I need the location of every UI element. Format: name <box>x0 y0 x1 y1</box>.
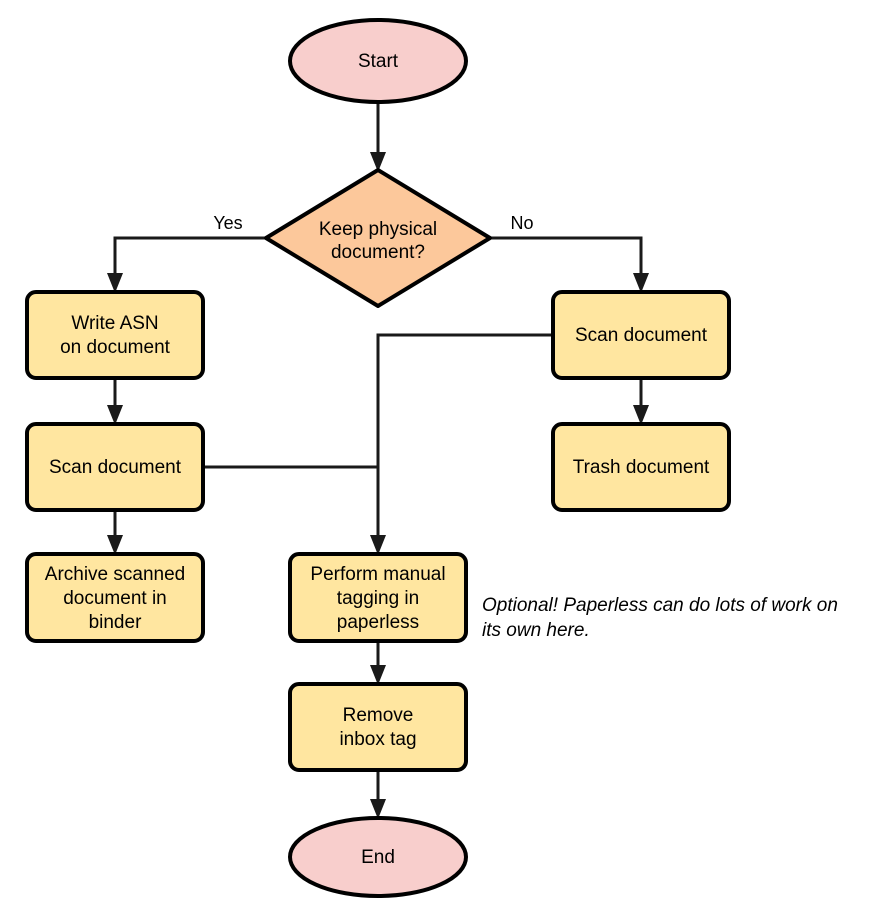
arrowhead-icon <box>370 665 386 685</box>
edge-scan-right-to-tagging <box>370 333 552 555</box>
node-scan-document-left[interactable]: Scan document <box>25 422 205 512</box>
edge-label-no: No <box>510 213 533 233</box>
node-trash-document[interactable]: Trash document <box>551 422 731 512</box>
archive-label-line-3: binder <box>89 612 142 633</box>
trash-document-label: Trash document <box>573 457 710 478</box>
arrowhead-icon <box>107 405 123 425</box>
scan-document-right-box[interactable] <box>551 290 731 380</box>
note-line-2: its own here. <box>482 620 590 641</box>
write-asn-label-line-2: on document <box>60 337 171 358</box>
decision-diamond[interactable] <box>264 168 492 308</box>
node-perform-manual-tagging[interactable]: Perform manual tagging in paperless <box>288 552 468 643</box>
edge-remove-inbox-to-end <box>370 770 386 819</box>
arrowhead-icon <box>107 535 123 555</box>
edge-line <box>490 236 643 281</box>
arrowhead-icon <box>107 273 123 293</box>
node-decision-keep-physical-document[interactable]: Keep physical document? <box>264 168 492 308</box>
edge-scan-right-to-trash <box>633 378 649 425</box>
archive-label-line-2: document in <box>63 588 167 609</box>
write-asn-label-line-1: Write ASN <box>71 313 158 334</box>
node-scan-document-right[interactable]: Scan document <box>551 290 731 380</box>
scan-document-left-label: Scan document <box>49 457 182 478</box>
node-write-asn[interactable]: Write ASN on document <box>25 290 205 380</box>
annotation-note: Optional! Paperless can do lots of work … <box>482 595 838 641</box>
note-line-1: Optional! Paperless can do lots of work … <box>482 595 838 616</box>
trash-document-box[interactable] <box>551 422 731 512</box>
node-start[interactable]: Start <box>288 18 468 104</box>
edge-line <box>113 236 265 281</box>
node-archive-scanned-document[interactable]: Archive scanned document in binder <box>25 552 205 643</box>
tagging-box[interactable] <box>288 552 468 643</box>
write-asn-box[interactable] <box>25 290 205 380</box>
edge-label-yes: Yes <box>213 213 242 233</box>
edge-line <box>376 333 552 543</box>
decision-label-line-1: Keep physical <box>319 219 437 240</box>
start-ellipse[interactable] <box>288 18 468 104</box>
archive-box[interactable] <box>25 552 205 643</box>
node-end[interactable]: End <box>288 816 468 898</box>
start-label: Start <box>358 51 399 72</box>
edge-scan-left-to-archive <box>107 510 123 555</box>
edge-decision-no-to-scan-right <box>490 236 649 293</box>
tagging-label-line-1: Perform manual <box>310 564 445 585</box>
end-ellipse[interactable] <box>288 816 468 898</box>
node-remove-inbox-tag[interactable]: Remove inbox tag <box>288 682 468 772</box>
arrowhead-icon <box>370 152 386 172</box>
scan-document-left-box[interactable] <box>25 422 205 512</box>
arrowhead-icon <box>633 273 649 293</box>
tagging-label-line-2: tagging in <box>337 588 419 609</box>
archive-label-line-1: Archive scanned <box>45 564 185 585</box>
arrowhead-icon <box>633 405 649 425</box>
edge-tagging-to-remove-inbox <box>370 641 386 685</box>
remove-inbox-label-line-1: Remove <box>343 705 414 726</box>
arrowhead-icon <box>370 535 386 555</box>
tagging-label-line-3: paperless <box>337 612 419 633</box>
decision-label-line-2: document? <box>331 242 425 263</box>
remove-inbox-tag-box[interactable] <box>288 682 468 772</box>
remove-inbox-label-line-2: inbox tag <box>339 729 416 750</box>
scan-document-right-label: Scan document <box>575 325 708 346</box>
edge-start-to-decision <box>370 101 386 172</box>
arrowhead-icon <box>370 799 386 819</box>
end-label: End <box>361 847 395 868</box>
edge-decision-yes-to-write-asn <box>107 236 265 293</box>
edge-write-asn-to-scan-left <box>107 378 123 425</box>
